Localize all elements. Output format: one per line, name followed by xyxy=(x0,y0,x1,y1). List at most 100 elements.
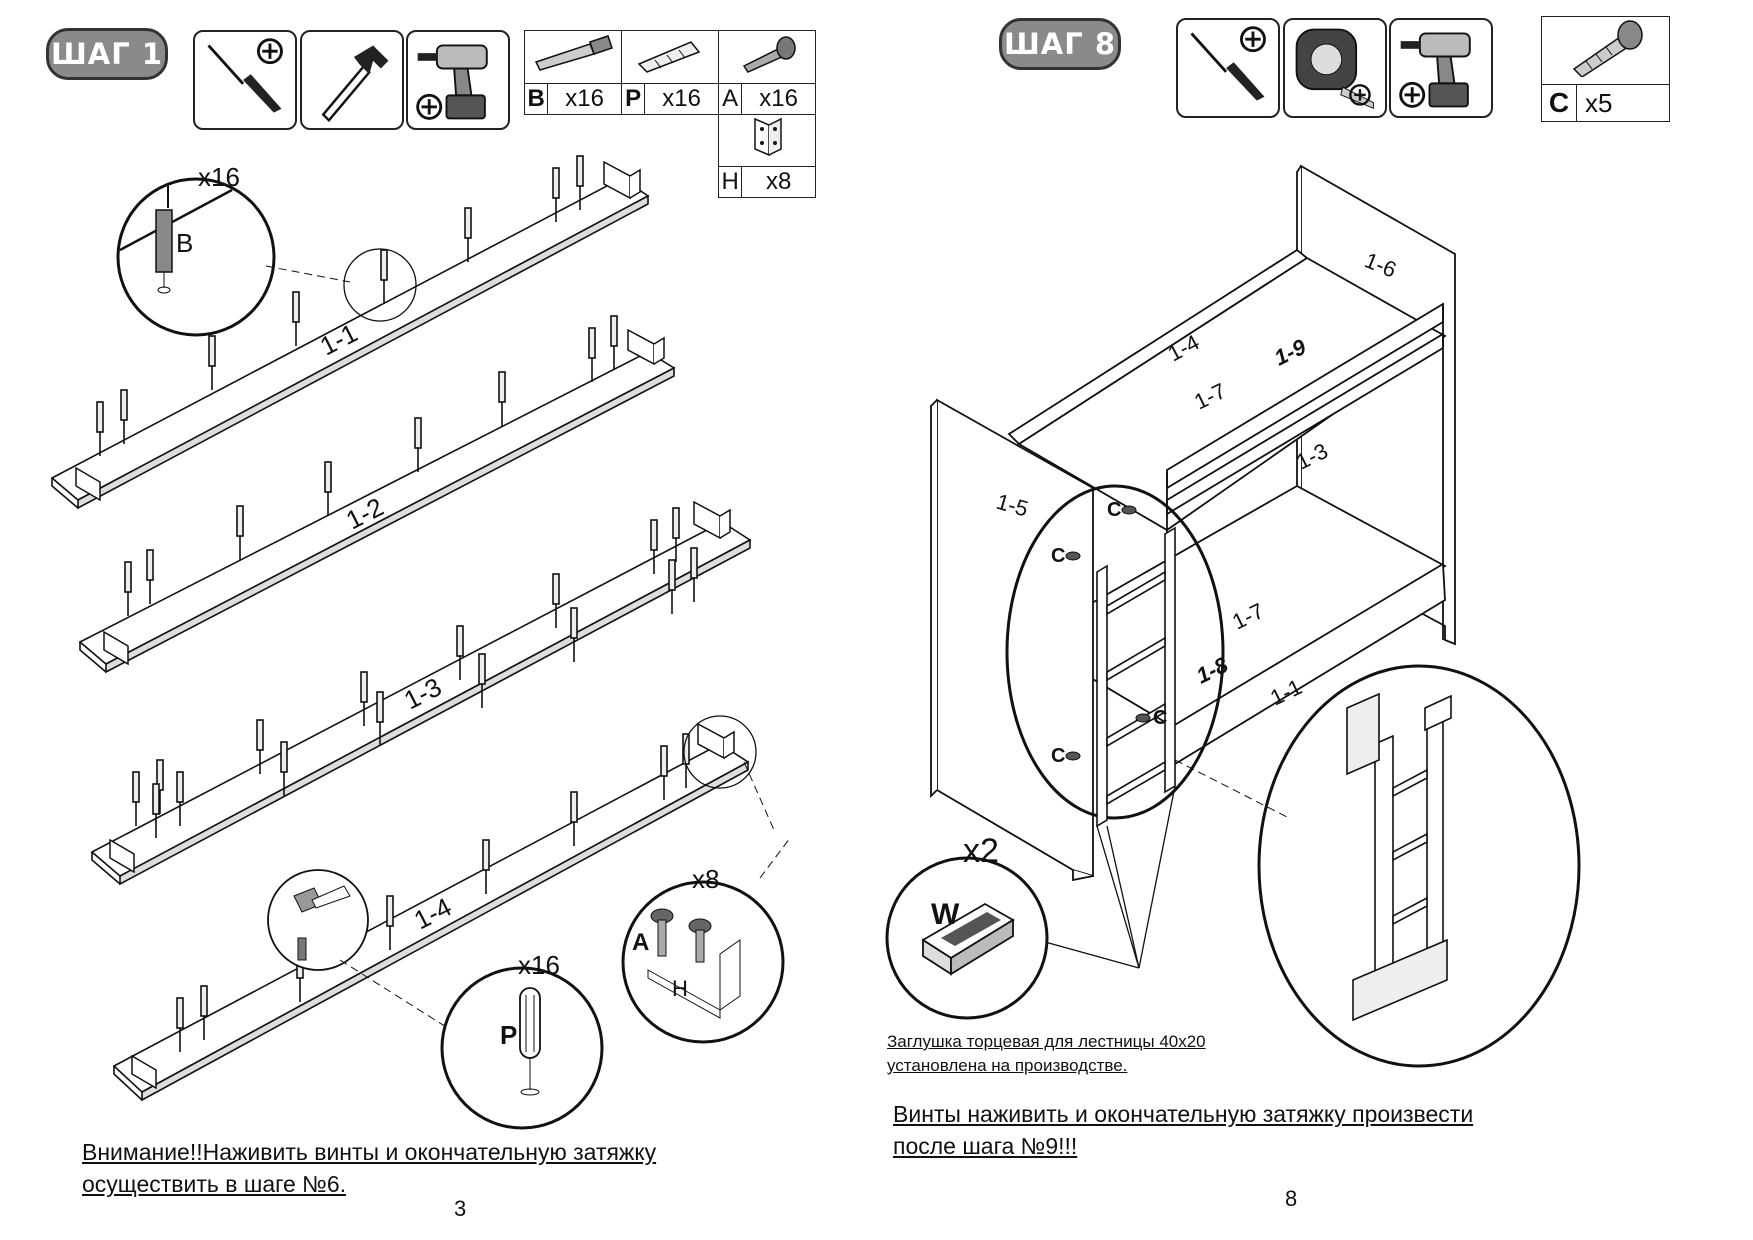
pin-marker xyxy=(588,327,596,359)
tool-hammer xyxy=(300,30,404,130)
phillips-screwdriver-icon xyxy=(207,38,283,113)
pin-marker xyxy=(96,401,104,433)
pin-marker xyxy=(464,207,472,239)
callout-b xyxy=(116,177,417,337)
pin-marker xyxy=(576,155,584,187)
panel-1-4 xyxy=(112,743,750,1102)
pin-marker xyxy=(360,671,368,703)
warning-note-line: Внимание!!Наживить винты и окончательную… xyxy=(82,1139,657,1165)
tool-screwdriver xyxy=(193,30,297,130)
screw-marker xyxy=(1065,751,1081,761)
pin-marker xyxy=(256,719,264,751)
pin-marker xyxy=(124,561,132,593)
end-brackets xyxy=(75,160,735,1090)
warning-note-line: осуществить в шаге №6. xyxy=(82,1171,347,1197)
step1-diagram: 1-1 1-2 1-3 1-4 x16 B xyxy=(50,155,791,1130)
screw-icon xyxy=(1572,20,1643,78)
warning-note: Внимание!!Наживить винты и окончательную… xyxy=(82,1136,656,1200)
tool-drill xyxy=(1389,18,1493,118)
page-number: 8 xyxy=(1285,1186,1298,1211)
part-code: A xyxy=(717,83,743,115)
pin-marker xyxy=(120,389,128,421)
pin-marker xyxy=(236,505,244,537)
callout-code: A xyxy=(632,929,649,956)
screw-label: C xyxy=(1051,545,1065,567)
callout-code: P xyxy=(500,1020,517,1050)
plug-note-line: Заглушка торцевая для лестницы 40х20 xyxy=(887,1032,1206,1051)
phillips-screwdriver-icon xyxy=(1190,26,1266,101)
callout-qty: x16 xyxy=(198,162,240,192)
plug-callout xyxy=(885,856,1049,1020)
wooden-dowel-icon xyxy=(637,40,701,73)
page-number: 3 xyxy=(454,1196,467,1221)
screw-label: C xyxy=(1107,499,1121,521)
warning-note-line: после шага №9!!! xyxy=(893,1133,1078,1159)
power-drill-icon xyxy=(1399,32,1471,108)
pin-marker xyxy=(482,839,490,871)
screw-label: C xyxy=(1153,707,1167,729)
part-qty: x16 xyxy=(741,83,816,115)
pin-marker xyxy=(690,547,698,579)
tool-tape-measure xyxy=(1283,18,1387,118)
hammer-callout xyxy=(267,869,471,1043)
callout-code: B xyxy=(176,228,193,258)
plug-note-line: установлена на производстве. xyxy=(887,1056,1128,1075)
pin-marker xyxy=(552,573,560,605)
step8-diagram: CCCCCCCC xyxy=(885,164,1581,1068)
pin-marker xyxy=(570,791,578,823)
pin-marker xyxy=(280,741,288,773)
corner-bracket-icon xyxy=(754,117,782,157)
part-code: C xyxy=(1541,84,1577,122)
panel-1-2 xyxy=(78,351,676,674)
tape-measure-icon xyxy=(1295,28,1374,110)
callout-code: H xyxy=(672,976,688,1001)
pin-marker xyxy=(478,653,486,685)
screw-marker xyxy=(1121,505,1137,515)
pin-marker xyxy=(672,507,680,539)
step-badge: ШАГ 8 xyxy=(999,18,1121,70)
screw-icon xyxy=(742,35,796,73)
part-qty: x8 xyxy=(741,166,816,198)
tool-drill xyxy=(406,30,510,130)
hammer-icon xyxy=(321,45,389,123)
callout-ah xyxy=(621,715,791,1044)
pin-marker xyxy=(176,771,184,803)
step-badge: ШАГ 1 xyxy=(46,28,168,80)
pin-marker xyxy=(380,249,388,281)
part-qty: x16 xyxy=(547,83,622,115)
part-qty: x16 xyxy=(644,83,719,115)
plug-code: W xyxy=(931,898,960,931)
pin-marker xyxy=(146,549,154,581)
pin-marker xyxy=(376,691,384,723)
screw-label: C xyxy=(1051,745,1065,767)
warning-note: Винты наживить и окончательную затяжку п… xyxy=(893,1098,1473,1162)
pin-marker xyxy=(660,745,668,777)
pin-marker xyxy=(176,997,184,1029)
pin-marker xyxy=(610,315,618,347)
ladder-callout xyxy=(1005,484,1225,828)
part-b-picture xyxy=(524,30,622,84)
pin-marker xyxy=(456,625,464,657)
pin-marker xyxy=(570,607,578,639)
bolt-dowel-icon xyxy=(534,34,613,71)
pin-marker xyxy=(132,771,140,803)
pin-marker xyxy=(208,335,216,367)
page-left: ШАГ 1 xyxy=(0,0,876,1240)
callout-p xyxy=(440,966,604,1130)
warning-note-line: Винты наживить и окончательную затяжку п… xyxy=(893,1101,1474,1127)
screw-marker xyxy=(1135,713,1151,723)
part-h-picture xyxy=(718,114,816,167)
pin-marker xyxy=(498,371,506,403)
pin-marker xyxy=(200,985,208,1017)
parts-table: C x5 xyxy=(1541,16,1670,122)
pin-marker xyxy=(650,519,658,551)
pin-marker xyxy=(668,559,676,591)
part-qty: x5 xyxy=(1576,84,1670,122)
screw-marker xyxy=(1065,551,1081,561)
pin-marker xyxy=(324,461,332,493)
page-right: ШАГ 8 xyxy=(877,0,1753,1240)
pin-marker xyxy=(552,167,560,199)
callout-qty: x8 xyxy=(692,864,719,894)
pin-marker xyxy=(152,783,160,815)
panel-1-3 xyxy=(90,521,752,886)
